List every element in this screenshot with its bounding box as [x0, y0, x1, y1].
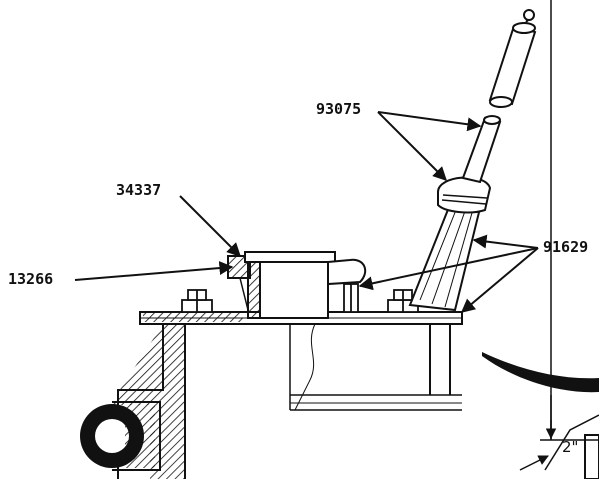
base-housing	[110, 311, 463, 479]
dimension-label: 2"	[562, 438, 579, 456]
detached-rod	[488, 9, 537, 108]
callout-13266: 13266	[8, 270, 54, 288]
leader-lines	[74, 111, 539, 313]
callout-91629: 91629	[543, 238, 589, 256]
callout-34337: 34337	[116, 181, 162, 199]
curved-fixture	[482, 352, 599, 479]
bolt-left	[181, 289, 213, 313]
hose-ring	[80, 401, 161, 471]
angled-cylinder	[408, 115, 502, 312]
bushing-assembly	[227, 251, 367, 319]
stud-center	[343, 283, 359, 313]
callout-93075: 93075	[316, 100, 362, 118]
dimension-marks	[519, 420, 599, 471]
